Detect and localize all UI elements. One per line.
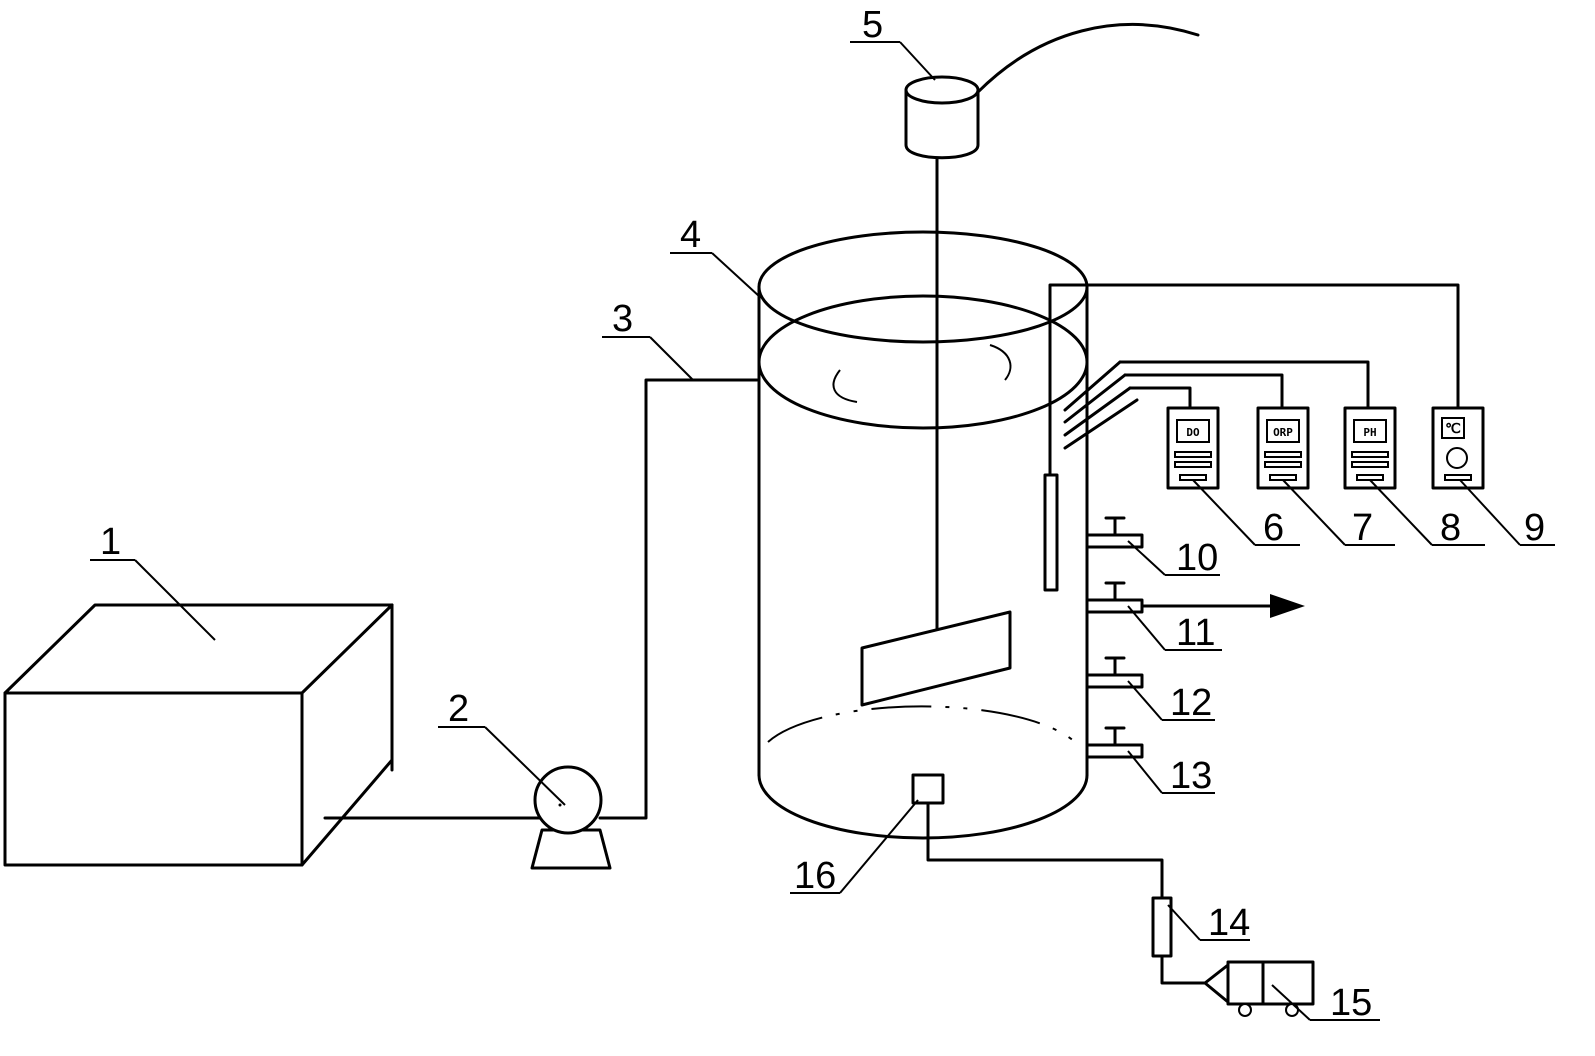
label-9: 9 <box>1524 507 1545 549</box>
temperature-controller: ℃ <box>1431 406 1485 490</box>
reactor-vessel <box>757 230 1089 840</box>
label-11-leader <box>1127 605 1166 651</box>
label-6-leader <box>1192 479 1256 546</box>
label-6: 6 <box>1263 507 1284 549</box>
label-7: 7 <box>1352 507 1373 549</box>
label-3: 3 <box>612 298 633 340</box>
label-2: 2 <box>448 688 469 730</box>
aerator <box>911 773 945 805</box>
label-15: 15 <box>1330 982 1372 1024</box>
label-3-leader <box>649 336 694 381</box>
label-14-leader <box>1167 904 1201 941</box>
label-12: 12 <box>1170 682 1212 724</box>
air-pump-line <box>1160 954 1207 985</box>
do-meter: DO <box>1166 406 1220 490</box>
valve-11 <box>1085 581 1305 618</box>
label-10-leader <box>1127 540 1166 576</box>
label-15-leader <box>1271 984 1311 1021</box>
temperature-probe-wire <box>1048 283 1460 592</box>
label-16-leader <box>839 799 919 894</box>
do-meter-label: DO <box>1186 426 1200 439</box>
feed-tank <box>3 603 394 867</box>
label-1-leader <box>134 559 216 641</box>
label-13: 13 <box>1170 755 1212 797</box>
orp-meter-label: ORP <box>1273 426 1293 439</box>
label-9-leader <box>1459 479 1521 546</box>
valve-10 <box>1085 516 1144 549</box>
ph-meter: PH <box>1343 406 1397 490</box>
label-2-leader <box>484 726 566 806</box>
valve-12 <box>1085 656 1144 689</box>
label-4-leader <box>711 252 761 298</box>
temperature-probe <box>1043 473 1059 592</box>
ph-meter-label: PH <box>1363 426 1376 439</box>
label-12-leader <box>1127 680 1163 721</box>
label-8: 8 <box>1440 507 1461 549</box>
label-16: 16 <box>794 855 836 897</box>
label-10: 10 <box>1176 537 1218 579</box>
label-5: 5 <box>862 4 883 46</box>
outlet-arrow-icon <box>1270 594 1305 618</box>
label-11: 11 <box>1176 612 1215 654</box>
pump-icon <box>530 765 612 870</box>
label-8-leader <box>1369 479 1433 546</box>
sensor-probes <box>1063 360 1370 450</box>
label-7-leader <box>1282 479 1346 546</box>
label-4: 4 <box>680 214 701 256</box>
label-13-leader <box>1127 750 1163 794</box>
air-pump-icon <box>1203 960 1315 1017</box>
label-1: 1 <box>100 521 121 563</box>
motor-icon <box>860 23 1200 707</box>
air-line <box>926 801 1164 900</box>
label-5-leader <box>899 41 936 81</box>
orp-meter: ORP <box>1256 406 1310 490</box>
inlet-pipe <box>598 378 759 820</box>
temp-controller-label: ℃ <box>1445 421 1461 437</box>
label-14: 14 <box>1208 902 1250 944</box>
valve-13 <box>1085 726 1144 759</box>
